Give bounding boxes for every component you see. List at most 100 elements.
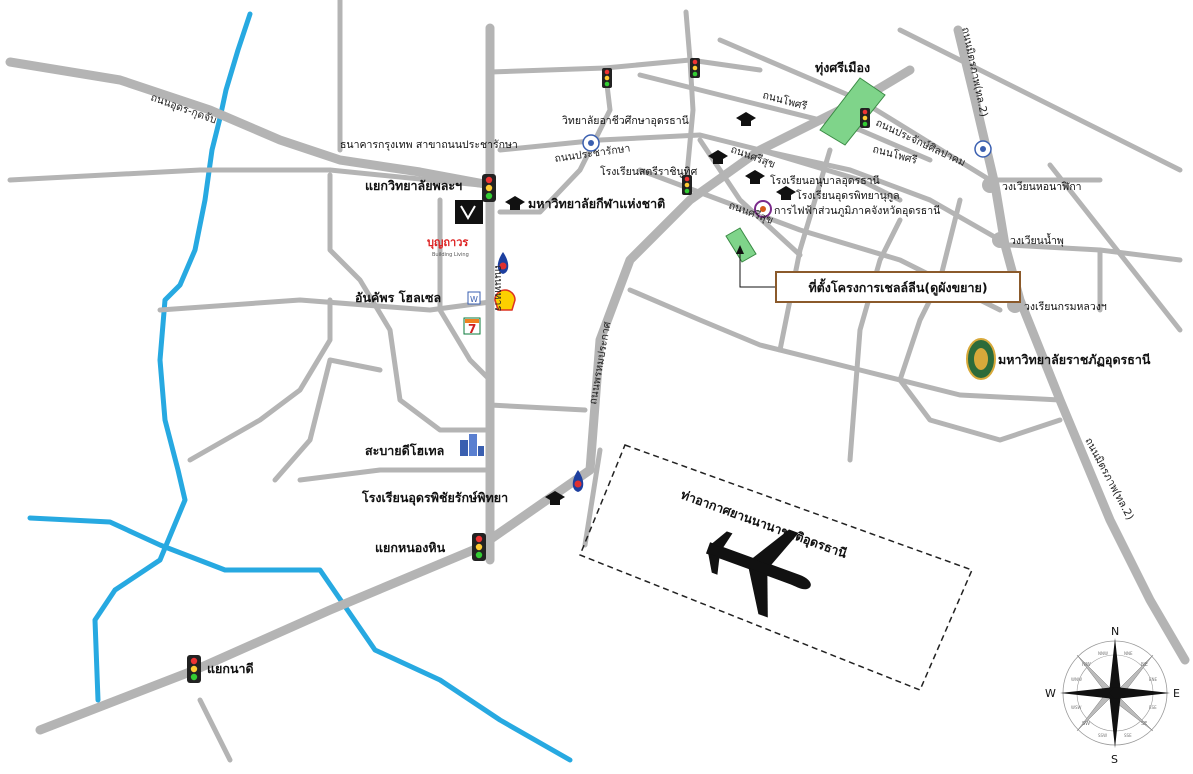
compass-ssw: SSW [1098,733,1107,738]
traffic-light-icon [690,58,700,78]
road-south-conn [487,402,588,413]
label-bangkok-bank: ธนาคารกรุงเทพ สาขาถนนประชารักษา [340,139,518,151]
compass-wnw: WNW [1071,677,1082,682]
road-diag-3 [1047,162,1183,333]
traffic-light-icon [187,655,201,683]
label-university-kfs: มหาวิทยาลัยกีฬาแห่งชาติ [528,196,665,211]
road-pho-si [637,72,933,163]
compass-ene: ENE [1149,677,1158,682]
compass-nne: NNE [1124,651,1133,656]
label-thung-si-mueang: ทุ่งศรีเมือง [815,60,870,76]
label-kaeng-nong-hin: แยกหนองหิน [375,540,446,555]
roundabout-fountain [992,232,1008,248]
road-west-3 [157,297,493,313]
road-prachak [717,37,1103,183]
thung-si-mueang-park [819,77,886,146]
seven-eleven-logo-icon: 7 [463,317,481,336]
road-west-4 [437,197,493,383]
graduation-cap-icon [545,491,565,505]
traffic-light-icon [472,533,486,561]
graduation-cap-icon [745,170,765,184]
compass-sse: SSE [1124,733,1132,738]
shell-logo-icon [494,289,516,311]
label-kaeng-vittayalai: แยกวิทยาลัยพละฯ [365,178,462,193]
label-road-phon-phisai: ถนนพรหมประกาศ [587,320,613,405]
traffic-light-icon [602,68,612,88]
road-west-1 [7,167,493,189]
bank-icon [974,140,992,158]
label-kaeng-na-di: แยกนาดี [207,661,254,676]
label-wittaya-alai-achiwa: วิทยาลัยอาชีวศึกษาอุดรธานี [562,114,689,127]
road-mid-1 [627,287,1063,403]
road-west-airport [582,447,603,548]
label-an-khum-hotel: อันคัพร โฮลเซล [355,290,441,305]
pea-logo-icon [754,200,772,218]
label-school-anuban: โรงเรียนอนุบาลอุดรธานี [770,174,880,187]
road-west-5 [327,172,493,433]
traffic-light-icon [860,108,870,128]
compass-ne: NE [1141,662,1148,668]
ptt-logo-icon [572,470,584,492]
road-udon-kut-chap [5,57,495,190]
shop-icon: W [467,291,481,305]
compass-ese: ESE [1149,705,1157,710]
svg-text:7: 7 [468,322,476,336]
graduation-cap-icon [505,196,525,210]
label-school-udon-pichai: โรงเรียนอุดรพิชัยรักษ์พิทยา [361,490,508,506]
project-site [725,227,757,263]
label-sabaidee-hotel: สะบายดีโฮเทล [365,443,444,458]
svg-text:W: W [470,295,478,304]
graduation-cap-icon [776,186,796,200]
traffic-light-icon [482,174,496,202]
ptt-logo-icon [497,252,509,274]
road-diag-1 [897,27,1183,173]
label-circle-fountain: วงเวียนน้ำพุ [1010,233,1064,247]
label-circle-clock: วงเวียนหอนาฬิกา [1002,180,1082,193]
road-west-7 [272,357,383,483]
label-rajabhat: มหาวิทยาลัยราชภัฏอุดรธานี [998,352,1151,368]
compass-nw: NW [1082,662,1091,668]
airport-boundary [579,444,974,691]
icons: 7 W [455,112,996,618]
river-north [92,11,253,703]
river-south [27,515,573,763]
road-nadi-diagonal [35,65,915,735]
label-circle-krom: วงเรียนกรมหลวงฯ [1024,300,1107,313]
compass-nnw: NNW [1098,651,1108,656]
labels: ทุ่งศรีเมือง ธนาคารกรุงเทพ สาขาถนนประชาร… [149,26,1151,676]
bank-icon [582,134,600,152]
rivers [27,11,573,763]
compass-rose: N S E W NW NE SW SE NNW NNE ENE WNW WSW … [1045,625,1180,766]
traffic-light-icon [682,175,692,195]
label-road-thahan: ถนนทหาร [492,265,504,311]
graduation-cap-icon [708,150,728,164]
compass-s: S [1111,753,1118,766]
compass-wsw: WSW [1071,705,1081,710]
label-boonthavorn-tag: Building Living [432,252,469,258]
road-north-3 [683,9,696,188]
road-west-6 [187,297,333,463]
compass-e: E [1173,687,1180,700]
label-boonthavorn: บุญถาวร [427,236,468,250]
compass-se: SE [1141,721,1147,727]
label-pea: การไฟฟ้าส่วนภูมิภาคจังหวัดอุดรธานี [774,204,940,217]
road-north-1 [487,57,763,75]
graduation-cap-icon [736,112,756,126]
road-north-2 [497,65,613,215]
hotel-building-icon [460,434,484,456]
label-school-udon-pittaya: โรงเรียนอุดรพิทยานุกูล [796,189,900,202]
road-nong-hin [297,467,493,483]
label-school-satri: โรงเรียนสตรีราชินูทิศ [600,165,698,178]
project-callout: ที่ตั้งโครงการเชลล์ลีน(ดูผังขยาย) [736,245,1021,303]
compass-w: W [1045,687,1056,700]
project-callout-text: ที่ตั้งโครงการเชลล์ลีน(ดูผังขยาย) [808,278,987,296]
road-west-8 [197,697,233,763]
road-pho-si-2 [757,147,903,203]
honda-logo-icon [455,200,483,224]
airplane-icon [705,529,811,618]
compass-n: N [1111,625,1119,638]
compass-sw: SW [1082,721,1090,727]
rajabhat-seal-icon [966,338,996,380]
roundabout-clock [982,177,998,193]
